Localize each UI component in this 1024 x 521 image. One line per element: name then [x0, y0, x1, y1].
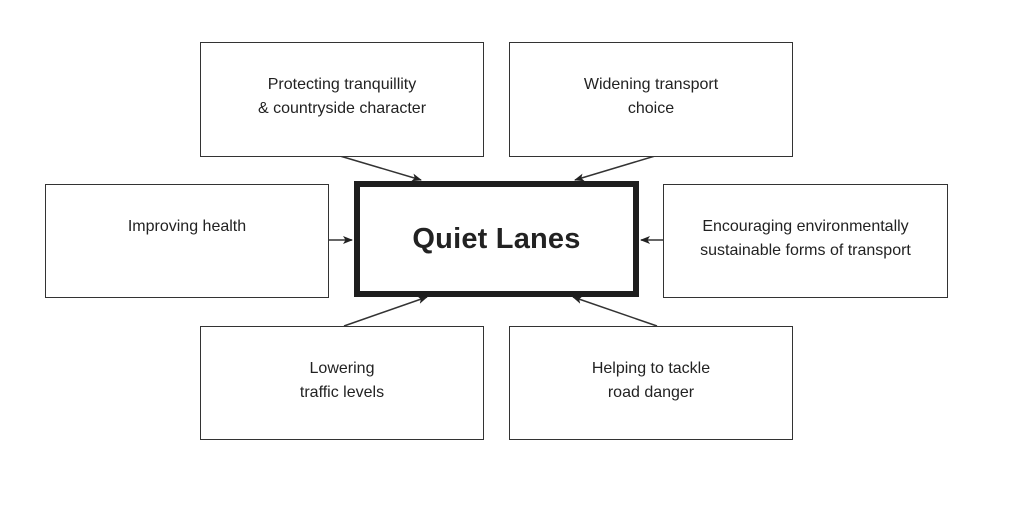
node-health: Improving health	[45, 184, 329, 298]
node-sustainable-transport: Encouraging environmentally sustainable …	[663, 184, 948, 298]
node-transport-choice: Widening transport choice	[509, 42, 793, 157]
node-label: Improving health	[127, 218, 247, 235]
arrow-road-danger-to-center	[572, 296, 658, 327]
node-label: Widening transport choice	[583, 76, 719, 117]
center-label: Quiet Lanes	[412, 222, 581, 255]
center-node-quiet-lanes: Quiet Lanes	[354, 181, 639, 297]
node-traffic: Lowering traffic levels	[200, 326, 484, 440]
node-tranquillity: Protecting tranquillity & countryside ch…	[200, 42, 484, 157]
arrow-tranquillity-to-center	[339, 155, 422, 182]
node-label: Protecting tranquillity & countryside ch…	[257, 76, 427, 117]
node-label: Helping to tackle road danger	[591, 360, 711, 401]
arrow-traffic-to-center	[343, 296, 428, 327]
arrow-transport-choice-to-center	[574, 155, 656, 182]
node-road-danger: Helping to tackle road danger	[509, 326, 793, 440]
node-label: Encouraging environmentally sustainable …	[700, 218, 911, 259]
node-label: Lowering traffic levels	[299, 360, 385, 401]
